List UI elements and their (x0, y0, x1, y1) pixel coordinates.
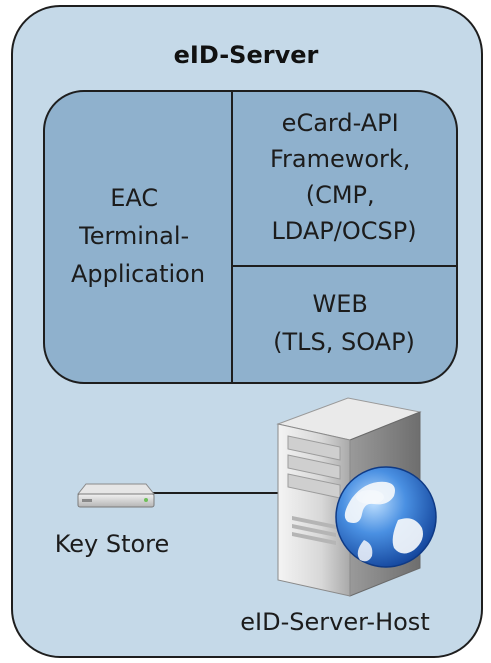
key-store-label: Key Store (55, 530, 170, 558)
globe-icon (335, 466, 437, 568)
component-block: EAC Terminal- Application eCard-API Fram… (43, 90, 458, 384)
ecard-api-framework-label: eCard-API Framework, (CMP, LDAP/OCSP) (270, 109, 418, 245)
web-tls-soap-label: WEB (TLS, SOAP) (273, 290, 415, 356)
key-store-drive-icon (76, 483, 156, 508)
eid-server-title: eID-Server (174, 41, 319, 69)
eid-server-host-label: eID-Server-Host (240, 608, 429, 636)
component-block-frame (43, 90, 458, 384)
eac-terminal-application-label: EAC Terminal- Application (71, 184, 205, 288)
